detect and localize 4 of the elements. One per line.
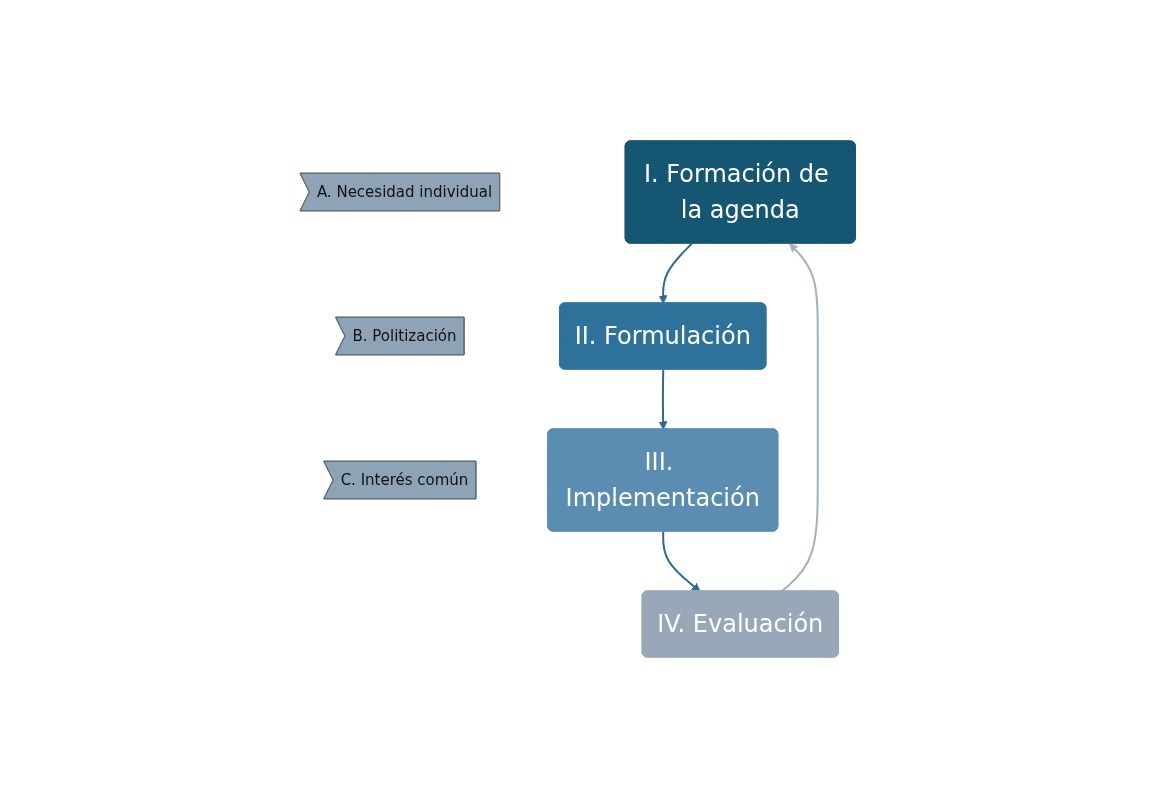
arrow — [659, 368, 668, 430]
arrow — [780, 242, 820, 592]
arrow — [659, 242, 694, 304]
arrow — [662, 530, 701, 592]
